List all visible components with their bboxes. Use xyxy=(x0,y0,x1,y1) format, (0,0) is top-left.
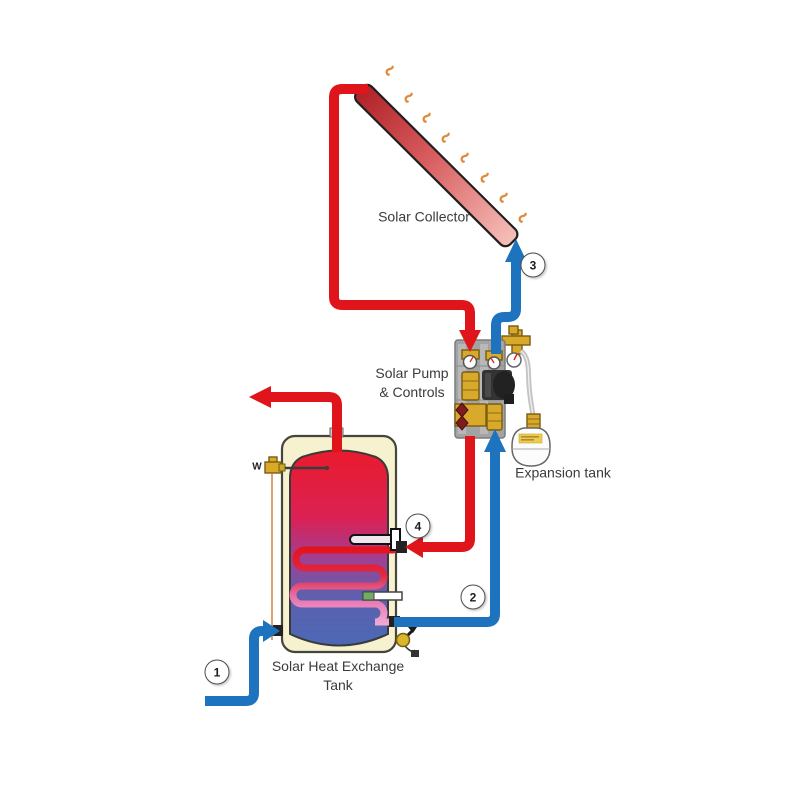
temperature-probe-icon xyxy=(362,591,403,601)
solar-pump-label: Solar Pump & Controls xyxy=(375,364,448,402)
expansion-tank xyxy=(511,413,551,467)
flow-marker-2-number: 2 xyxy=(469,590,477,604)
solar-pump-label-line2: & Controls xyxy=(379,384,445,400)
arrowhead-left xyxy=(249,386,271,408)
arrowhead-up xyxy=(505,239,527,262)
heat-exchange-coil xyxy=(289,546,397,626)
port-4-fitting xyxy=(396,541,407,553)
hose-highlight xyxy=(520,350,534,416)
arrowhead-up xyxy=(484,429,506,452)
drain-valve-icon xyxy=(395,624,419,657)
hot-pipe-pump-to-tank-coil xyxy=(405,436,475,558)
expansion-tank-label: Expansion tank xyxy=(515,464,611,483)
flow-marker-1-number: 1 xyxy=(213,665,221,679)
relief-valve-icon xyxy=(264,456,329,640)
arrowhead-left xyxy=(405,536,423,558)
tank-label-line1: Solar Heat Exchange xyxy=(271,658,405,674)
solar-pump-label-line1: Solar Pump xyxy=(375,365,449,381)
flow-marker-1: 1 xyxy=(204,659,230,685)
cold-return-pipe-tank-to-pump xyxy=(394,429,506,627)
solar-collector-label: Solar Collector xyxy=(378,208,470,227)
valve-handle-icon xyxy=(455,415,469,431)
hot-supply-pipe-collector-to-pump xyxy=(329,84,481,352)
flow-marker-2: 2 xyxy=(460,584,486,610)
flow-marker-3: 3 xyxy=(520,252,546,278)
hot-outlet-pipe-tank-top xyxy=(249,386,342,452)
flow-marker-4: 4 xyxy=(405,513,431,539)
relief-valve-w-label: W xyxy=(252,458,261,477)
arrowhead-right xyxy=(263,620,280,642)
cold-pipe-pump-to-collector xyxy=(491,239,527,354)
relief-valve-w-text: W xyxy=(252,461,262,473)
solar-pump-station xyxy=(454,325,536,439)
tank-label-line2: Tank xyxy=(323,677,353,693)
safety-group-icon xyxy=(501,325,531,368)
solar-collector-label-text: Solar Collector xyxy=(378,208,470,225)
tank-brand-label xyxy=(518,433,543,444)
flow-marker-4-number: 4 xyxy=(414,519,422,533)
sensor-well-icon xyxy=(349,528,401,551)
cold-water-inlet-pipe xyxy=(205,620,280,706)
arrowhead-down xyxy=(459,330,481,352)
circulator-pump-icon xyxy=(482,370,515,404)
expansion-tank-label-text: Expansion tank xyxy=(515,464,611,481)
heat-exchange-tank-label: Solar Heat Exchange Tank xyxy=(272,657,404,695)
flow-marker-3-number: 3 xyxy=(529,258,537,272)
solar-heat-exchange-tank xyxy=(264,427,419,657)
